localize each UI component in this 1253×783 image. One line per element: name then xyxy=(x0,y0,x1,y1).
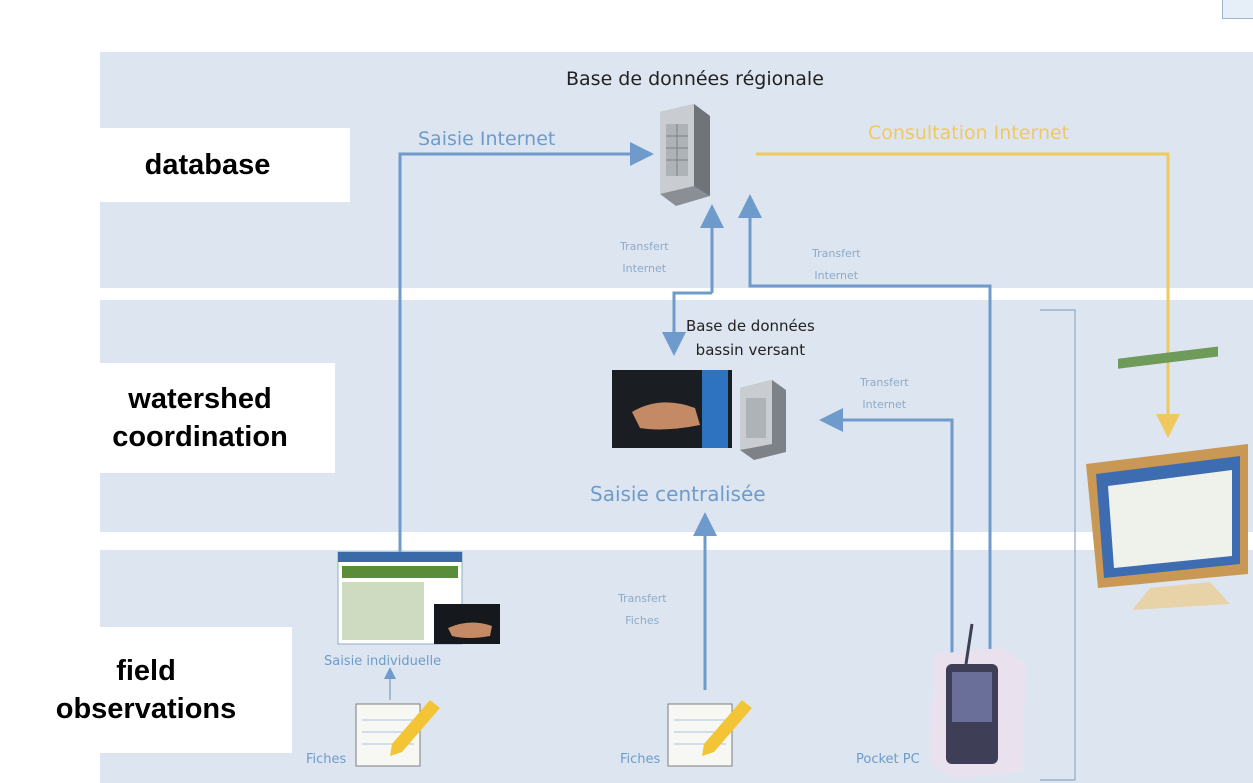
centralized-entry-label: Saisie centralisée xyxy=(590,482,766,506)
bracket xyxy=(1040,309,1076,781)
watershed-server-icon xyxy=(740,380,786,460)
notepad-left-icon xyxy=(355,700,440,767)
forms-center-label: Fiches xyxy=(620,752,661,767)
watershed-photo-icon xyxy=(612,370,732,448)
pocket-pc-icon xyxy=(930,623,1026,778)
level-watershed: watershed coordination xyxy=(65,363,335,473)
monitor-icon xyxy=(1086,346,1248,610)
pocket-pc-label: Pocket PC xyxy=(856,752,920,767)
internet-entry-label: Saisie Internet xyxy=(418,128,556,150)
level-field-line2: observations xyxy=(55,693,237,725)
arrow-internet-consult xyxy=(756,152,1180,438)
notepad-center-icon xyxy=(667,700,752,767)
level-field-line1: field xyxy=(116,655,176,687)
level-database: database xyxy=(65,128,350,202)
regional-server-icon xyxy=(660,104,710,206)
regional-db-title: Base de données régionale xyxy=(566,68,824,90)
internet-consult-label: Consultation Internet xyxy=(868,122,1070,144)
level-field: field observations xyxy=(0,627,292,753)
level-database-text: database xyxy=(144,149,271,181)
arrow-pocket-regional xyxy=(738,194,992,690)
individual-entry-screenshot xyxy=(337,551,500,645)
arrow-transfer-down xyxy=(662,291,712,356)
arrow-pocket-central xyxy=(819,408,954,655)
individual-entry-label: Saisie individuelle xyxy=(324,654,442,669)
arrow-internet-entry xyxy=(398,142,654,555)
forms-left-label: Fiches xyxy=(306,752,347,767)
corner-tab xyxy=(1222,0,1253,19)
level-watershed-line2: coordination xyxy=(112,421,288,453)
level-watershed-line1: watershed xyxy=(128,383,272,415)
